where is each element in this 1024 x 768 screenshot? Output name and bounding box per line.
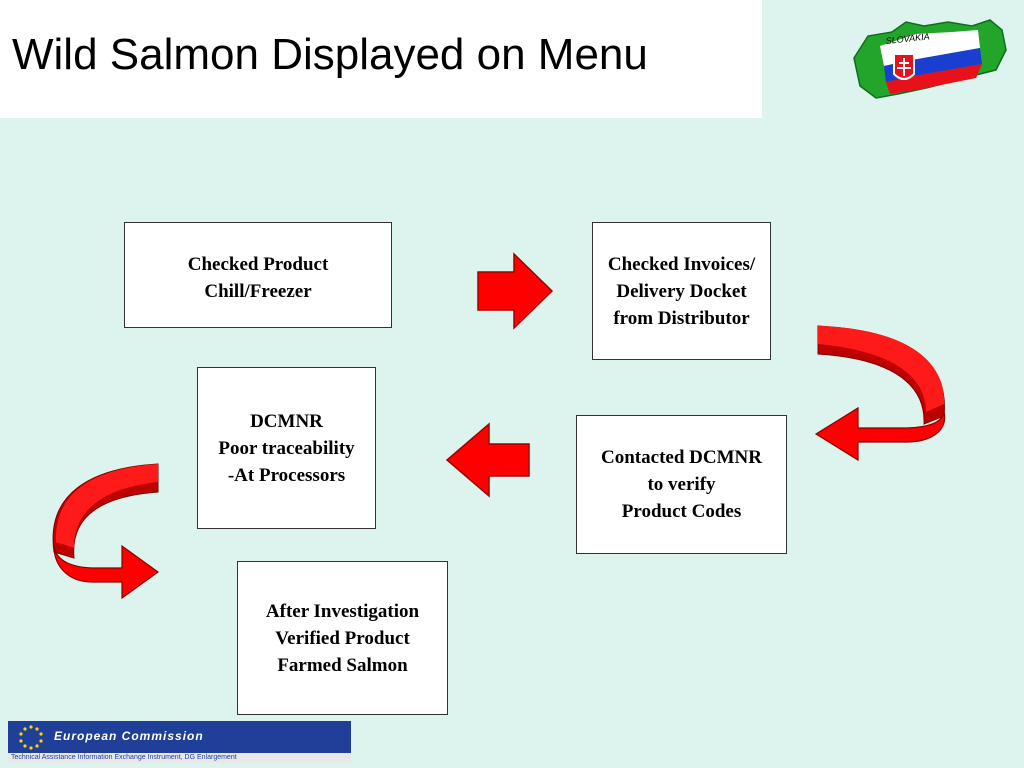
box-line: Checked Product: [187, 254, 329, 275]
box-line: Checked Invoices/: [607, 253, 756, 275]
box-line: DCMNR: [250, 410, 323, 432]
box-line: from Distributor: [613, 307, 750, 329]
checked-invoices-box: Checked Invoices/ Delivery Docket from D…: [592, 222, 771, 360]
box-line: Poor traceability: [218, 437, 355, 459]
curved-arrow-left: [52, 463, 160, 600]
logo-label: SLOVAKIA: [885, 31, 930, 46]
box-line: Delivery Docket: [616, 280, 747, 302]
footer-title: European Commission: [54, 729, 204, 743]
box-line: Farmed Salmon: [277, 654, 408, 676]
curved-arrow-right: [814, 325, 946, 462]
box-line: Verified Product: [275, 627, 410, 649]
title-panel: Wild Salmon Displayed on Menu: [0, 0, 762, 118]
box-line: Chill/Freezer: [204, 281, 312, 302]
after-investigation-box: After Investigation Verified Product Far…: [237, 561, 448, 715]
checked-product-box: Checked Product Chill/Freezer: [124, 222, 392, 328]
contacted-dcmnr-box: Contacted DCMNR to verify Product Codes: [576, 415, 787, 554]
box-line: Product Codes: [621, 501, 742, 522]
box-line: -At Processors: [227, 464, 346, 486]
box-line: to verify: [647, 474, 716, 495]
slovakia-map-logo: SLOVAKIA: [853, 19, 1007, 99]
slide-title: Wild Salmon Displayed on Menu: [12, 30, 648, 79]
box-line: After Investigation: [265, 600, 420, 622]
european-commission-banner: European Commission Technical Assistance…: [8, 721, 351, 763]
right-arrow: [477, 252, 554, 330]
dcmnr-box: DCMNR Poor traceability -At Processors: [197, 367, 376, 529]
left-arrow: [445, 422, 530, 498]
footer-subtitle: Technical Assistance Information Exchang…: [8, 753, 351, 763]
box-line: Contacted DCMNR: [601, 447, 762, 468]
eu-stars-icon: [19, 725, 43, 750]
